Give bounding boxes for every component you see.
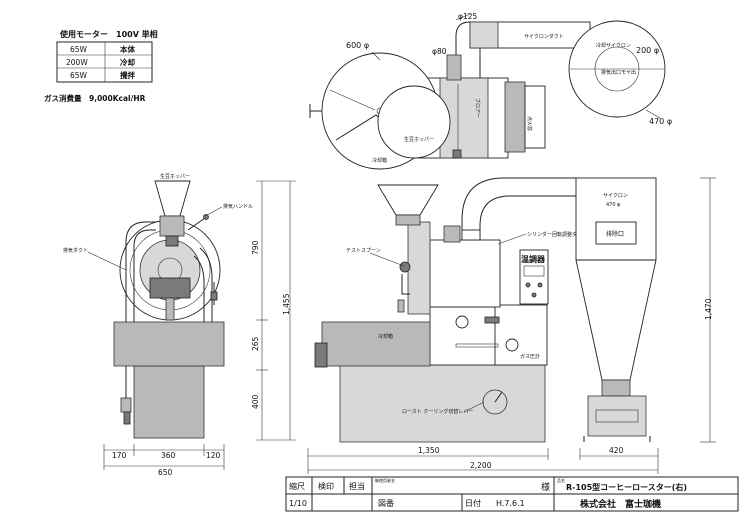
dim-2200: 2,200 <box>470 461 492 470</box>
label-cyclone-duct: サイクロンダクト <box>524 33 564 40</box>
dim-d200: 200 φ <box>636 46 659 55</box>
label-front-green-hopper: 生豆ホッパー <box>160 173 190 180</box>
dim-d470: 470 φ <box>649 117 672 126</box>
company-name: 株式会社 富士珈機 <box>580 498 661 510</box>
dim-420: 420 <box>609 446 624 455</box>
value-date: H.7.6.1 <box>496 499 525 508</box>
label-drawing-no: 図番 <box>378 498 394 508</box>
spec-row-power: 65W <box>70 71 88 80</box>
gas-consumption: ガス消費量 9,000Kcal/HR <box>44 93 146 103</box>
label-cyclone: サイクロン <box>603 193 628 199</box>
dimension-lines: 790 265 400 1,455 1,470 170 360 120 650 … <box>103 177 716 477</box>
dim-1455: 1,455 <box>282 293 291 315</box>
label-gas-gauge: ガス圧計 <box>520 353 540 360</box>
label-cooling-cyclone: 冷却サイクロン <box>596 42 631 49</box>
label-scale: 縮尺 <box>289 481 305 491</box>
dim-400: 400 <box>251 394 260 409</box>
product-name: R-105型コーヒーロースター(右) <box>566 482 687 492</box>
dim-790: 790 <box>251 240 260 255</box>
dim-d600: 600 φ <box>346 41 369 50</box>
label-cyclone-size: 470 φ <box>606 202 621 208</box>
label-cylinder-dial: シリンダー回転調整ダイヤル <box>527 231 592 238</box>
label-green-hopper-top: 生豆ホッパー <box>404 136 434 143</box>
label-cooler-top: 冷却箱 <box>372 157 387 164</box>
label-sama: 様 <box>541 481 550 493</box>
label-charge: 担当 <box>349 481 365 491</box>
dim-1350: 1,350 <box>418 446 440 455</box>
top-view: φ125 サイクロンダクト 冷却サイクロン 排気出口モヤ出 200 φ 470 … <box>309 12 672 170</box>
label-buyer: 御使用者名 <box>375 477 395 483</box>
label-exhaust-note: 排気出口モヤ出 <box>601 69 636 76</box>
label-dust-box: 排除口 <box>606 230 624 238</box>
spec-row-power: 65W <box>70 45 88 54</box>
value-scale: 1/10 <box>289 499 307 508</box>
label-inspect: 検印 <box>318 481 334 491</box>
dim-170: 170 <box>112 451 127 460</box>
label-blower: ブロアー <box>474 98 481 118</box>
label-side-cooler: 冷却箱 <box>378 333 393 340</box>
label-temp-controller: 温調器 <box>521 254 546 264</box>
label-exhaust-handle: 排気ハンドル <box>223 203 253 210</box>
dim-d80: φ80 <box>432 47 447 56</box>
title-block: 縮尺 1/10 検印 担当 御使用者名 様 品名 R-105型コーヒーロースター… <box>285 476 739 512</box>
dim-650: 650 <box>158 468 173 477</box>
label-product-name: 品名 <box>557 477 565 483</box>
side-view: 温調器 テストスプーン シリンダー回転調整ダイヤル ガス圧計 冷却箱 ロースト … <box>314 177 592 443</box>
label-date: 日付 <box>465 498 481 508</box>
dim-120: 120 <box>206 451 221 460</box>
cyclone-view: サイクロン 470 φ 排除口 <box>575 177 657 442</box>
spec-row-power: 200W <box>66 58 88 67</box>
dim-265: 265 <box>251 336 260 351</box>
spec-row-part: 冷却 <box>120 57 135 67</box>
spec-row-part: 本体 <box>119 44 135 54</box>
spec-table: 使用モーター 100V 単相 65W 本体 200W 冷却 65W 攪拌 ガス消… <box>44 29 158 103</box>
label-test-spoon: テストスプーン <box>346 248 381 254</box>
label-roast-cool-lever: ロースト クーリング切替レバー <box>402 408 473 415</box>
dim-d125: φ125 <box>458 12 477 21</box>
spec-row-part: 攪拌 <box>120 70 135 80</box>
front-view: 生豆ホッパー 排気ハンドル 排気ダクト <box>63 173 253 439</box>
label-exhaust-duct: 排気ダクト <box>63 247 88 254</box>
spec-header: 使用モーター 100V 単相 <box>59 29 158 39</box>
dim-360: 360 <box>161 451 176 460</box>
label-burner-window: 点火窓 <box>526 116 533 131</box>
dim-1470: 1,470 <box>704 298 713 320</box>
